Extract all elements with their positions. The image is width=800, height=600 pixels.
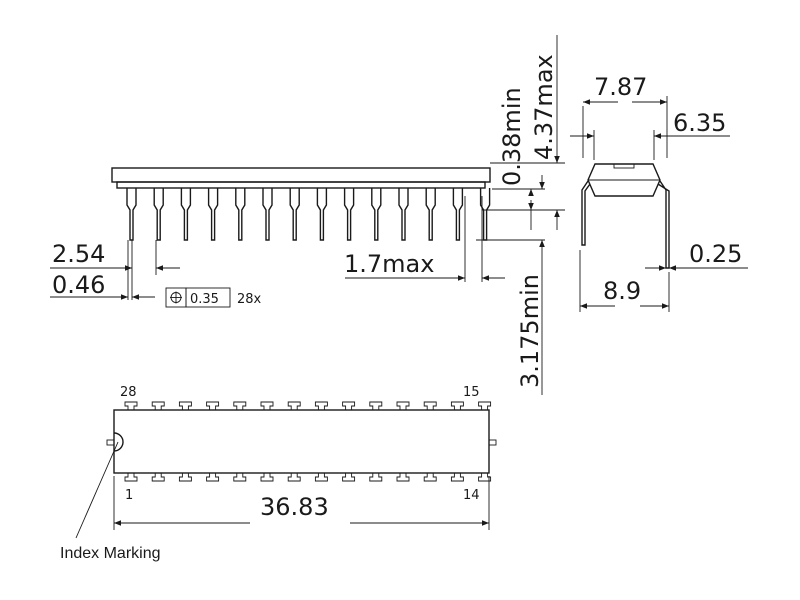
top-body: [113, 409, 490, 474]
body-length-dimension: 36.83: [113, 476, 490, 530]
end-stub-left: [106, 439, 115, 446]
top-pin: [423, 401, 437, 410]
height-extension-lines: [476, 162, 565, 241]
side-lead: [398, 188, 409, 241]
side-lead: [180, 188, 192, 241]
tolerance-value-cell: [185, 287, 231, 308]
tolerance-count: 28x: [237, 292, 262, 307]
top-pin: [287, 401, 301, 410]
index-marking-label: Index Marking: [60, 545, 161, 562]
side-lead: [153, 188, 164, 241]
side-body-bottom: [116, 181, 486, 189]
end-lead-left: [581, 180, 591, 246]
lead-thickness-dimension: 0.25: [645, 240, 748, 271]
lead-length-dimension: 3.175min: [516, 175, 545, 395]
bottom-pin: [178, 473, 192, 482]
top-pin: [178, 401, 192, 410]
seat-height-label: 0.38min: [498, 87, 526, 186]
side-lead: [126, 188, 137, 241]
top-pin: [396, 401, 410, 410]
side-leads: [126, 188, 491, 241]
side-body-top: [111, 167, 491, 183]
top-pin: [478, 401, 492, 410]
body-width-label: 6.35: [673, 109, 726, 137]
bottom-pin: [206, 473, 220, 482]
top-pin: [151, 401, 165, 410]
seat-height-dimension: 0.38min: [498, 87, 534, 230]
body-width-dimension: 6.35: [570, 109, 730, 160]
end-stub-right: [488, 439, 497, 446]
pin-28-label: 28: [120, 385, 137, 400]
top-pin: [124, 401, 138, 410]
index-notch: [113, 432, 124, 452]
lead-span-label: 7.87: [594, 73, 647, 101]
side-lead: [235, 188, 246, 241]
bottom-pin: [124, 473, 138, 482]
side-lead: [207, 188, 219, 241]
pin-14-label: 14: [463, 488, 480, 503]
bottom-pin: [287, 473, 301, 482]
top-pin: [206, 401, 220, 410]
top-pin: [450, 401, 464, 410]
bottom-pin: [423, 473, 437, 482]
bottom-pin: [233, 473, 247, 482]
bottom-pin: [369, 473, 383, 482]
top-pins: [124, 401, 492, 410]
bottom-pins: [124, 473, 492, 482]
end-notch: [613, 163, 635, 169]
height-max-dimension: 4.37max: [530, 35, 560, 230]
pitch-label: 2.54: [52, 240, 105, 268]
lead-length-label: 3.175min: [516, 274, 544, 388]
lead-width-label: 0.46: [52, 271, 105, 299]
index-marking-callout: Index Marking: [60, 441, 161, 562]
side-lead: [343, 188, 355, 241]
height-max-label: 4.37max: [530, 54, 558, 160]
bottom-pin: [342, 473, 356, 482]
body-gap-label: 1.7max: [344, 250, 434, 278]
body-length-label: 36.83: [260, 493, 329, 521]
end-view: [581, 163, 670, 269]
side-lead: [289, 188, 300, 241]
bottom-pin: [314, 473, 328, 482]
top-pin: [233, 401, 247, 410]
top-pin: [260, 401, 274, 410]
bottom-pin: [151, 473, 165, 482]
lead-span-dimension: 7.87: [582, 73, 668, 158]
bottom-pin: [478, 473, 492, 482]
side-lead: [452, 188, 464, 241]
tolerance-value: 0.35: [190, 292, 219, 307]
side-lead: [316, 188, 328, 241]
lead-width-dimension: 0.46: [50, 240, 155, 300]
bottom-pin: [260, 473, 274, 482]
overall-span-label: 8.9: [603, 277, 641, 305]
pitch-dimension: 2.54: [50, 240, 180, 300]
end-lead-right: [657, 180, 670, 269]
side-lead: [371, 188, 382, 241]
body-gap-dimension: 1.7max: [344, 196, 505, 282]
side-view: [111, 167, 491, 241]
position-tolerance: 0.35 28x: [165, 287, 262, 308]
side-lead: [262, 188, 273, 241]
top-pin: [369, 401, 383, 410]
bottom-pin: [450, 473, 464, 482]
side-lead: [425, 188, 436, 241]
pin-15-label: 15: [463, 385, 480, 400]
overall-span-dimension: 8.9: [579, 250, 670, 312]
pin-1-label: 1: [125, 488, 133, 503]
bottom-pin: [396, 473, 410, 482]
top-pin: [342, 401, 356, 410]
top-view: 28 15 1 14: [106, 385, 497, 503]
top-pin: [314, 401, 328, 410]
lead-thickness-label: 0.25: [689, 240, 742, 268]
